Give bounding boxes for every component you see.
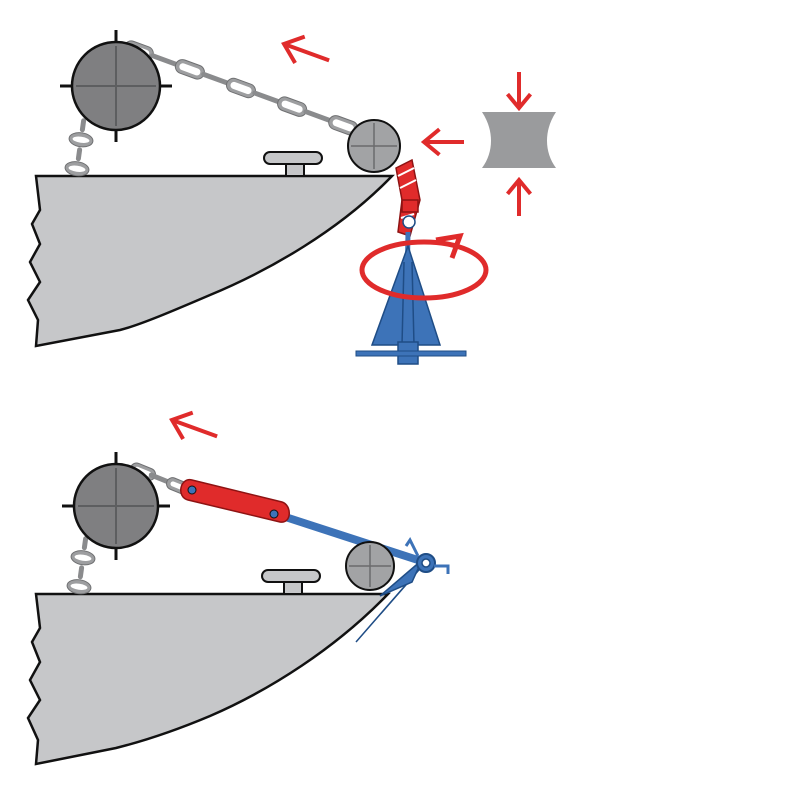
swivel-icon — [395, 158, 421, 237]
roller-profile-icon — [482, 112, 556, 168]
bow-roller-icon — [347, 119, 401, 173]
winch-icon — [60, 30, 172, 142]
cleat-icon-bottom — [261, 569, 321, 595]
deck-chain-top — [64, 118, 94, 177]
chain-link — [174, 59, 205, 80]
chain-link — [252, 90, 281, 105]
motion-arrow-up-left-top — [281, 34, 330, 64]
chain-link — [277, 96, 308, 117]
chain-link — [201, 71, 230, 86]
cleat-icon — [263, 151, 323, 177]
compress-arrow-down — [505, 72, 533, 112]
chain-link — [66, 579, 92, 595]
chain-link — [64, 161, 90, 177]
claw-anchor-icon — [355, 537, 450, 643]
top-panel — [26, 30, 556, 365]
rotation-arrow-icon — [359, 232, 489, 301]
chain-link — [75, 147, 83, 162]
hydraulic-cylinder-icon — [180, 479, 290, 523]
motion-arrow-left-top — [420, 127, 464, 157]
chain-link — [77, 565, 85, 580]
deck-chain-bottom — [66, 536, 96, 595]
chain-link — [150, 53, 179, 67]
bottom-panel — [26, 410, 450, 766]
boat-hull-top — [26, 174, 395, 348]
compress-arrow-up — [505, 176, 533, 216]
boat-hull-bottom — [26, 592, 391, 766]
rigid-arm-icon — [268, 508, 426, 566]
chain-link — [225, 77, 257, 99]
bow-roller-icon-bottom — [345, 541, 395, 591]
chain-link — [79, 118, 87, 133]
chain-link — [68, 132, 94, 148]
motion-arrow-up-left-bottom — [169, 410, 218, 440]
chain-link — [303, 109, 332, 123]
winch-icon-bottom — [62, 452, 170, 560]
chain-link — [81, 536, 89, 551]
chain-link — [70, 550, 96, 566]
